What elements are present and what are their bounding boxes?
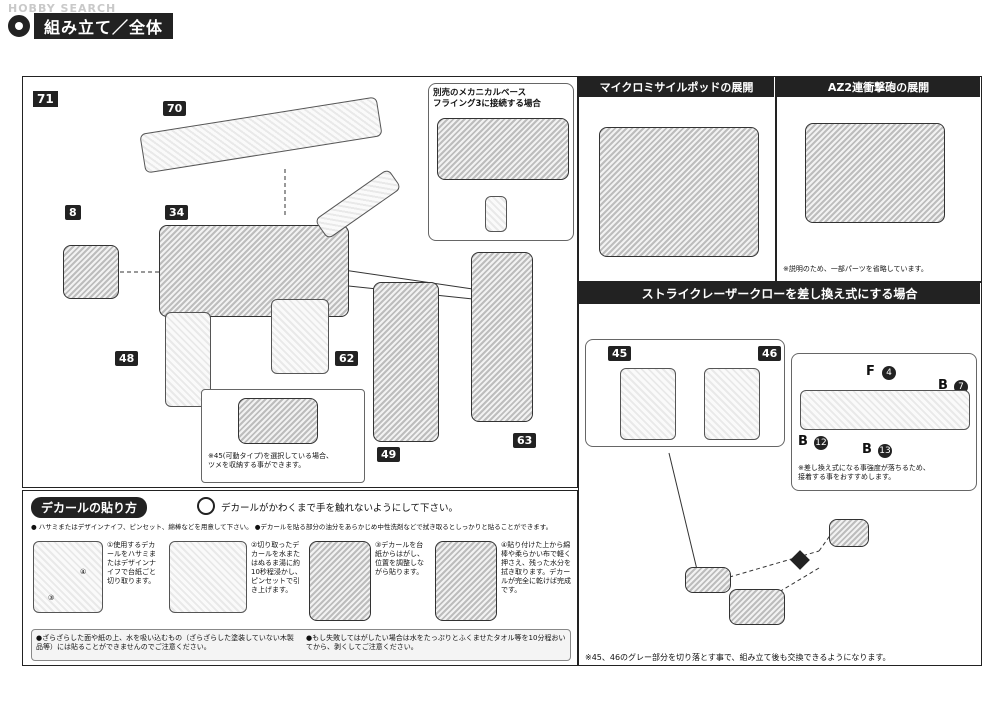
part-label-49: 49	[377, 447, 401, 462]
decal-foot2: ●もし失敗してはがしたい場合は水をたっぷりとふくませたタオル等を10分程おいてか…	[306, 634, 566, 651]
decal-step4: ④貼り付けた上から綿棒や柔らかい布で軽く押さえ、残った水分を拭き取ります。デカー…	[501, 541, 571, 594]
decal-step2: ②切り取ったデカールを水またはぬるま湯に約10秒程浸かし、ピンセットで引き上げま…	[251, 541, 302, 594]
part-label-70: 70	[163, 101, 187, 116]
inset-base-title: 別売のメカニカルベース フライング3に接続する場合	[433, 88, 541, 109]
micro-missile-panel: マイクロミサイルポッドの展開	[578, 76, 776, 282]
az2-note: ※説明のため、一部パーツを省略しています。	[783, 265, 928, 273]
label-b7: B	[938, 378, 948, 393]
leg-49-sketch	[373, 282, 439, 442]
part-45-sketch	[620, 368, 676, 440]
gear-icon	[8, 15, 30, 37]
step-number: 71	[33, 91, 58, 107]
decal-panel: デカールの貼り方 デカールがかわくまで手を触れないようにして下さい。 ● ハサミ…	[22, 490, 578, 666]
decal-warning: デカールがかわくまで手を触れないようにして下さい。	[221, 503, 459, 514]
page-title: 組み立て／全体	[34, 13, 174, 39]
strike-note: ※差し換え式になる事強度が落ちるため、 接着する事をおすすめします。	[798, 464, 930, 481]
part-label-63: 63	[513, 433, 537, 448]
decal-title-bar: デカールの貼り方	[31, 497, 148, 518]
base-sketch	[437, 118, 569, 180]
decal-footer: ●ざらざらした面や紙の上、水を吸い込むもの（ざらざらした塗装していない木製品等）…	[31, 629, 571, 661]
strike-claw-title: ストライクレーザークローを差し換え式にする場合	[579, 283, 980, 304]
decal-title: デカールの貼り方	[41, 501, 138, 515]
decal-step2-image	[169, 541, 247, 613]
label-b12: B	[798, 434, 808, 449]
claw-blades-sketch	[729, 589, 785, 625]
base-joint-sketch	[485, 196, 507, 232]
label-b12-num: 12	[814, 436, 828, 450]
decal-step4-image	[435, 541, 497, 621]
missile-pod-sketch	[599, 127, 759, 257]
claw-assembled-sketch	[685, 567, 731, 593]
label-b13: B	[862, 442, 872, 457]
part-label-46: 46	[758, 346, 782, 361]
az2-title: AZ2連衝撃砲の展開	[777, 77, 980, 97]
head-sketch	[63, 245, 119, 299]
decal-step1-image: ③ ④	[33, 541, 103, 613]
watermark: HOBBY SEARCH	[8, 2, 117, 15]
part-label-48: 48	[115, 351, 139, 366]
label-f: F	[866, 364, 875, 379]
strike-claw-panel: ストライクレーザークローを差し換え式にする場合 45 46 F 4 B 7 B …	[578, 282, 982, 666]
assembly-panel: 71 70 8 34 48 62 49 63 別売のメカニカルベース フライング…	[22, 76, 578, 488]
part-label-62: 62	[335, 351, 359, 366]
leg-63-sketch	[471, 252, 533, 422]
label-b13-num: 13	[878, 444, 892, 458]
claw-small-parts	[800, 390, 970, 430]
part-label-45: 45	[608, 346, 632, 361]
claw-joint-sketch	[829, 519, 869, 547]
decal-instructions: ● ハサミまたはデザインナイフ、ピンセット、綿棒などを用意して下さい。 ●デカー…	[31, 523, 553, 531]
part-label-8: 8	[65, 205, 81, 220]
decal-step3: ③デカールを台紙からはがし、位置を調整しながら貼ります。	[375, 541, 424, 576]
step1-circle-4: ④	[80, 568, 87, 576]
parts-45-46-callout: 45 46	[585, 339, 785, 447]
decal-step1: ①使用するデカールをハサミまたはデザインナイフで台紙ごと切り取ります。	[107, 541, 156, 585]
strike-bottom-note: ※45、46のグレー部分を切り落とす事で、組み立て後も交換できるようになります。	[585, 653, 891, 662]
inset-mechanical-base: 別売のメカニカルベース フライング3に接続する場合	[428, 83, 574, 241]
part-46-sketch	[704, 368, 760, 440]
rear-leg-sketch	[271, 299, 329, 374]
az2-panel: AZ2連衝撃砲の展開 ※説明のため、一部パーツを省略しています。	[776, 76, 982, 282]
page-header: 組み立て／全体	[8, 13, 174, 39]
inset-claw-note: ※45(可動タイプ)を選択している場合、 ツメを収納する事ができます。	[208, 452, 334, 469]
claw-sketch	[238, 398, 318, 444]
part-label-34: 34	[165, 205, 189, 220]
cannon-sketch	[805, 123, 945, 223]
label-f-num: 4	[882, 366, 896, 380]
micro-missile-title: マイクロミサイルポッドの展開	[579, 77, 774, 97]
decal-step3-image	[309, 541, 371, 621]
decal-foot1: ●ざらざらした面や紙の上、水を吸い込むもの（ざらざらした塗装していない木製品等）…	[36, 634, 294, 651]
step1-circle-3: ③	[48, 594, 55, 602]
claw-parts-callout: F 4 B 7 B 12 B 13 ※差し換え式になる事強度が落ちるため、 接着…	[791, 353, 977, 491]
no-touch-icon	[197, 497, 215, 515]
inset-claw: ※45(可動タイプ)を選択している場合、 ツメを収納する事ができます。	[201, 389, 365, 483]
